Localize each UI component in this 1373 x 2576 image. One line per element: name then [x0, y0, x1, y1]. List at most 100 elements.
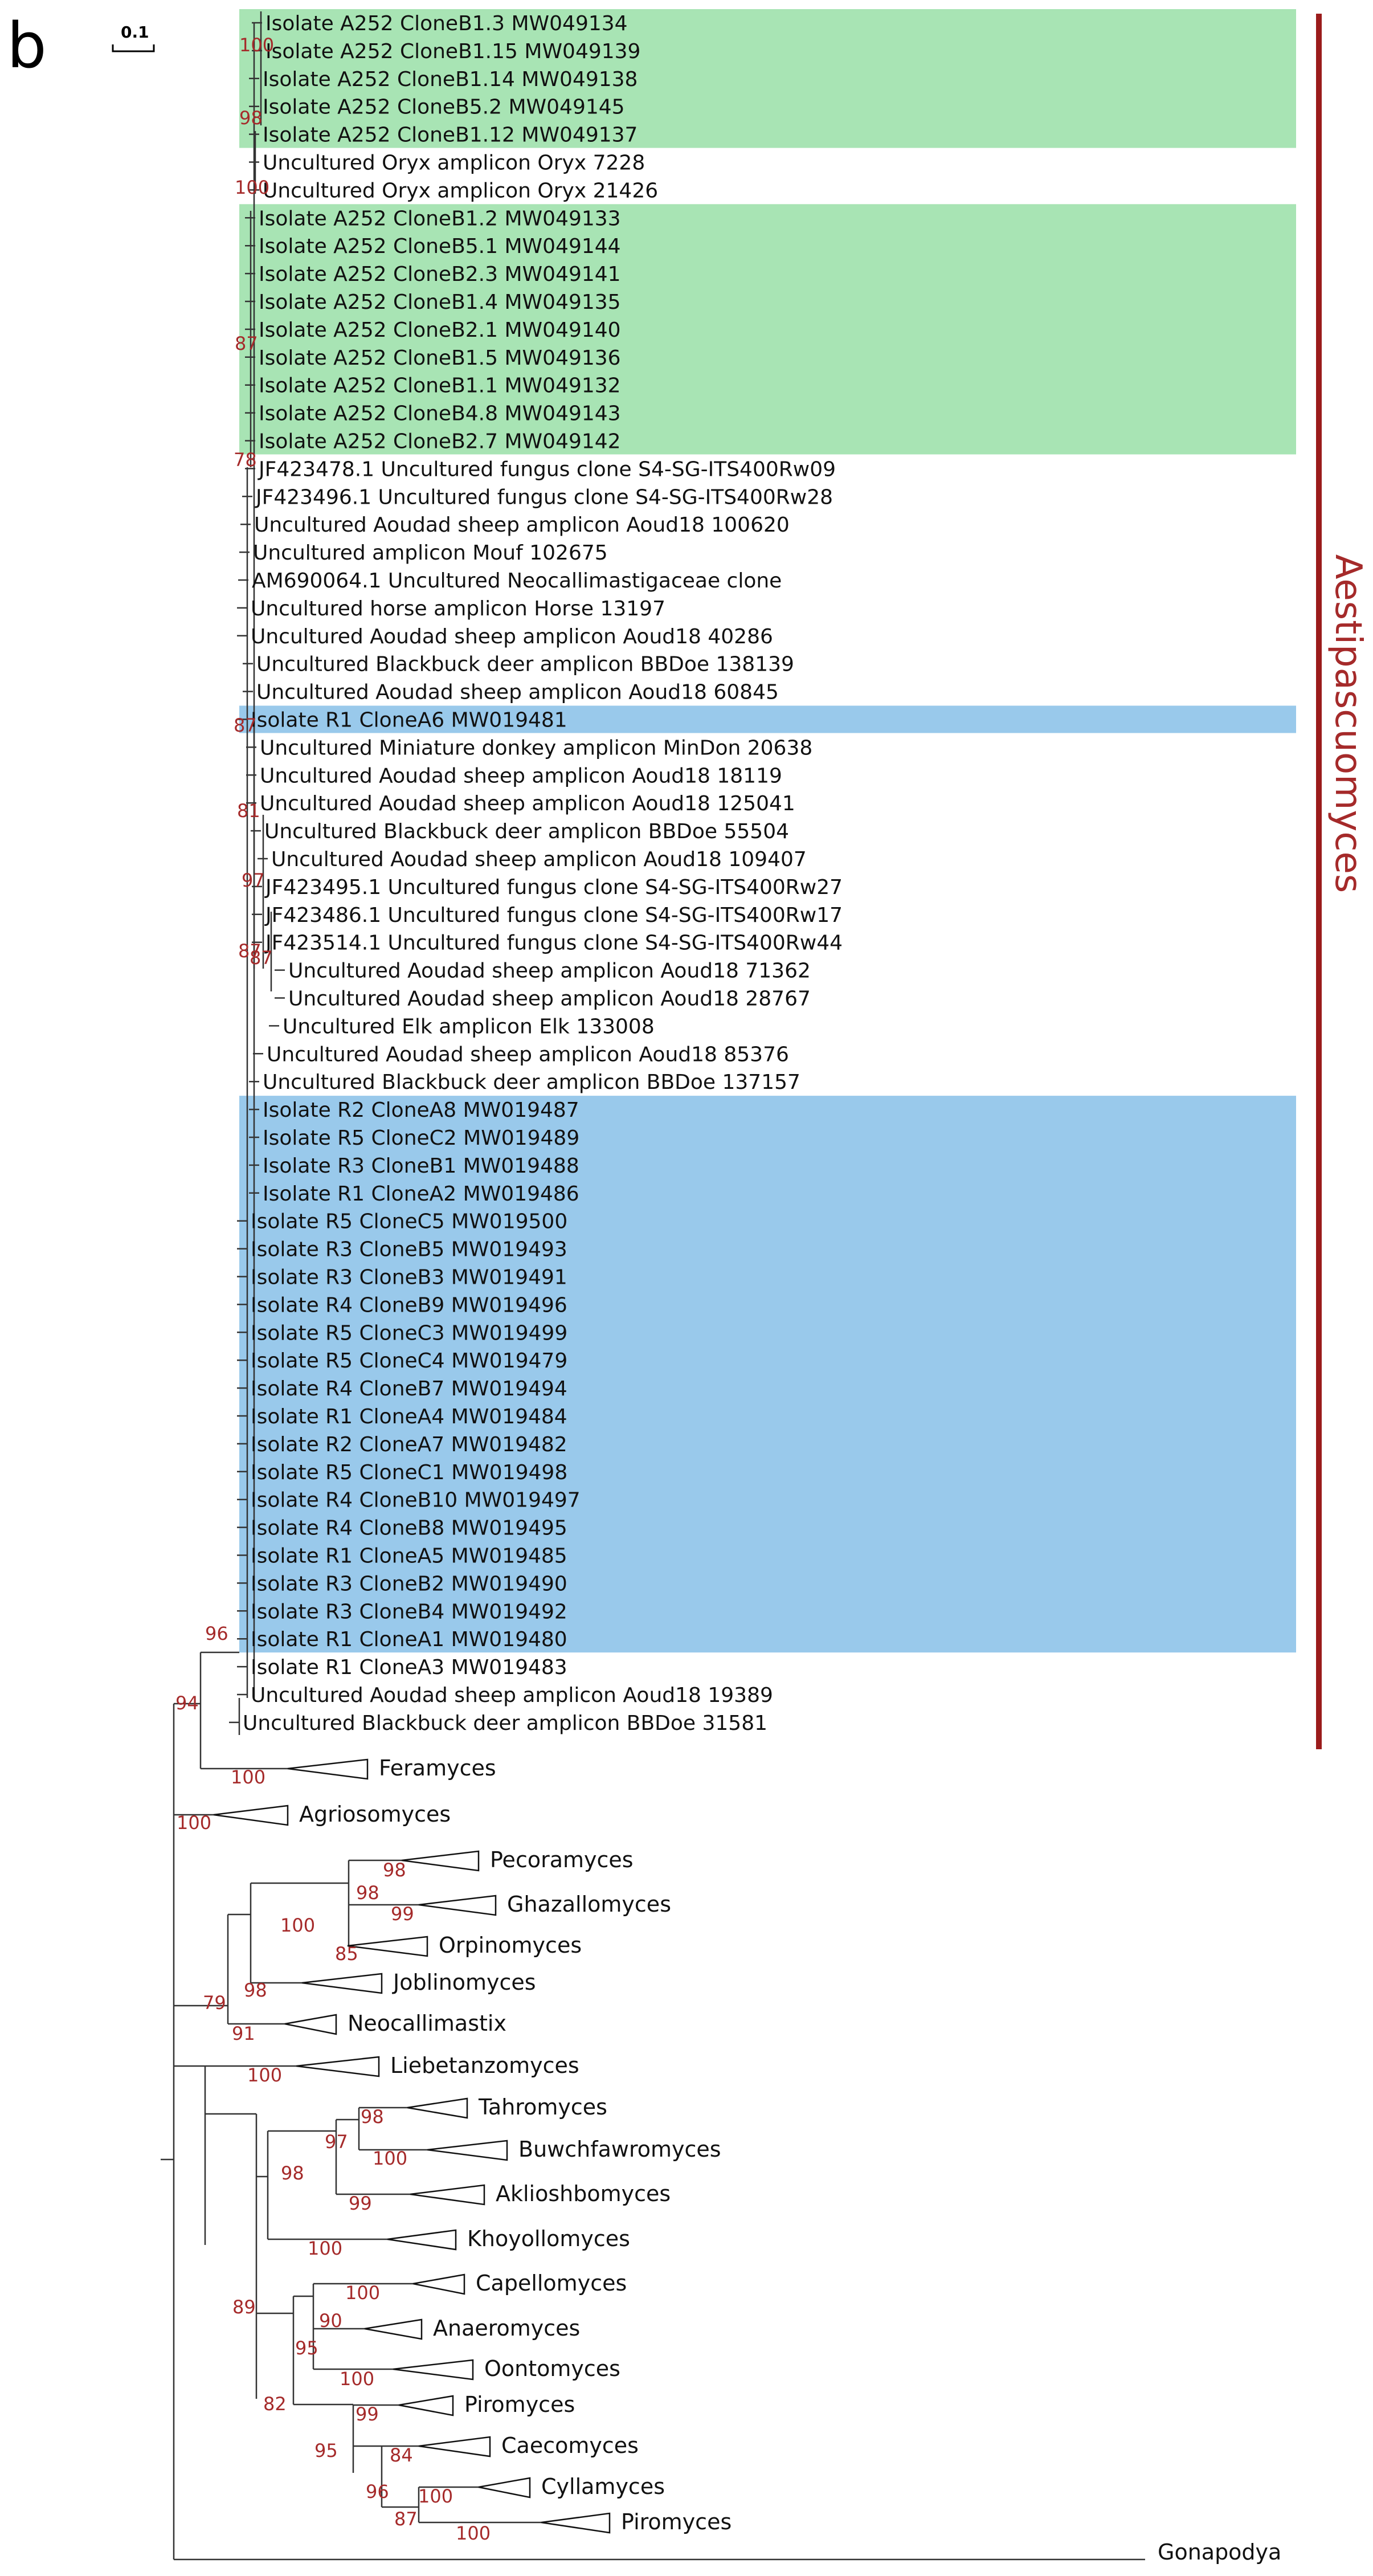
- leaf-label: Isolate R1 CloneA5 MW019485: [251, 1545, 567, 1568]
- bootstrap-value: 91: [232, 2023, 255, 2044]
- bootstrap-value: 100: [456, 2522, 491, 2544]
- leaf-label: Uncultured Oryx amplicon Oryx 7228: [263, 152, 645, 175]
- collapsed-clade-triangle: [296, 2056, 380, 2077]
- highlight-layer: [239, 9, 1296, 1653]
- leaf-label: Uncultured Elk amplicon Elk 133008: [283, 1015, 655, 1038]
- bootstrap-value: 81: [237, 800, 260, 822]
- collapsed-clade-triangle: [401, 1850, 480, 1872]
- leaf-label: Isolate R4 CloneB7 MW019494: [251, 1377, 567, 1401]
- leaf-label: Isolate R5 CloneC5 MW019500: [251, 1210, 567, 1234]
- aestipascuomyces-label: Aestipascuomyces: [1327, 554, 1369, 893]
- leaf-label: Uncultured Aoudad sheep amplicon Aoud18 …: [271, 848, 807, 871]
- leaf-label: Isolate R3 CloneB5 MW019493: [251, 1238, 567, 1262]
- leaf-label: Uncultured Blackbuck deer amplicon BBDoe…: [264, 820, 789, 843]
- bootstrap-value: 87: [235, 333, 258, 354]
- clade-label: Tahromyces: [478, 2095, 607, 2120]
- collapsed-clade-layer: [213, 1758, 611, 2534]
- bootstrap-value: 95: [295, 2337, 318, 2359]
- clade-label: Feramyces: [379, 1756, 496, 1781]
- leaf-label: Isolate R5 CloneC3 MW019499: [251, 1321, 567, 1345]
- collapsed-clade-triangle: [347, 1936, 428, 1957]
- highlight-band-green: [239, 204, 1296, 455]
- collapsed-clade-triangle: [387, 2229, 457, 2251]
- bootstrap-value: 87: [394, 2508, 418, 2530]
- bootstrap-value: 100: [280, 1914, 315, 1936]
- leaf-label: JF423478.1 Uncultured fungus clone S4-SG…: [258, 458, 836, 481]
- leaf-label: Isolate R3 CloneB1 MW019488: [263, 1154, 579, 1178]
- bootstrap-value: 98: [244, 1979, 267, 2001]
- leaf-label: Uncultured Aoudad sheep amplicon Aoud18 …: [256, 681, 779, 704]
- leaf-label: Isolate A252 CloneB1.4 MW049135: [259, 291, 621, 314]
- leaf-label: Isolate A252 CloneB4.8 MW049143: [259, 402, 621, 426]
- clade-label: Aklioshbomyces: [496, 2181, 671, 2206]
- leaf-label: Isolate R3 CloneB4 MW019492: [251, 1600, 567, 1623]
- collapsed-clade-triangle: [410, 2184, 485, 2206]
- bootstrap-value: 87: [234, 715, 257, 736]
- bootstrap-value: 100: [340, 2368, 374, 2390]
- bootstrap-value: 87: [238, 940, 261, 962]
- leaf-label: Isolate R1 CloneA6 MW019481: [251, 709, 567, 732]
- leaf-label: Isolate A252 CloneB1.2 MW049133: [259, 207, 621, 230]
- bootstrap-value: 78: [234, 449, 257, 471]
- aestipascuomyces-bar: [1316, 14, 1322, 1749]
- collapsed-clade-triangle: [418, 1895, 497, 1916]
- leaf-label: Isolate A252 CloneB2.3 MW049141: [259, 263, 621, 286]
- leaf-label: Uncultured Aoudad sheep amplicon Aoud18 …: [254, 513, 790, 537]
- clade-label: Agriosomyces: [299, 1802, 451, 1827]
- collapsed-clade-triangle: [478, 2477, 531, 2499]
- leaf-label: Uncultured Aoudad sheep amplicon Aoud18 …: [260, 764, 782, 787]
- bootstrap-value: 100: [231, 1766, 265, 1788]
- leaf-label: Uncultured Miniature donkey amplicon Min…: [260, 736, 812, 760]
- leaf-label: Isolate R1 CloneA2 MW019486: [263, 1182, 579, 1206]
- clade-label: Pecoramyces: [490, 1847, 634, 1872]
- bootstrap-value: 99: [391, 1903, 414, 1925]
- bootstrap-value: 84: [390, 2444, 413, 2466]
- bootstrap-layer: 1009810087788781978787969410010098999810…: [175, 34, 491, 2544]
- leaf-label: Isolate R4 CloneB10 MW019497: [251, 1489, 581, 1512]
- bootstrap-value: 97: [325, 2131, 348, 2153]
- branch-layer: [161, 11, 1145, 2561]
- clade-label: Caecomyces: [501, 2433, 639, 2458]
- leaf-label: Isolate A252 CloneB1.12 MW049137: [263, 124, 638, 147]
- bootstrap-value: 96: [205, 1623, 228, 1644]
- bootstrap-value: 89: [232, 2296, 256, 2318]
- leaf-label: Isolate R1 CloneA1 MW019480: [251, 1628, 567, 1651]
- clade-label: Oontomyces: [484, 2356, 620, 2381]
- clade-label: Piromyces: [464, 2392, 575, 2417]
- leaf-label: Uncultured amplicon Mouf 102675: [253, 541, 608, 565]
- highlight-band-blue: [239, 705, 1296, 733]
- bootstrap-value: 100: [345, 2282, 380, 2304]
- collapsed-clade-triangle: [541, 2512, 611, 2534]
- aestipascuomyces-bracket: Aestipascuomyces: [1316, 14, 1369, 1749]
- leaf-label: Isolate R5 CloneC1 MW019498: [251, 1461, 567, 1484]
- leaf-label: Uncultured Aoudad sheep amplicon Aoud18 …: [251, 625, 773, 648]
- leaf-label: Isolate R2 CloneA7 MW019482: [251, 1433, 567, 1456]
- leaf-label: Isolate A252 CloneB2.7 MW049142: [259, 430, 621, 454]
- leaf-label: Isolate A252 CloneB1.14 MW049138: [263, 68, 638, 91]
- leaf-label: JF423496.1 Uncultured fungus clone S4-SG…: [255, 485, 833, 509]
- leaf-label: Isolate A252 CloneB1.1 MW049132: [259, 374, 621, 398]
- clade-label: Liebetanzomyces: [390, 2053, 579, 2078]
- leaf-label: Uncultured Blackbuck deer amplicon BBDoe…: [243, 1712, 767, 1735]
- collapsed-clade-triangle: [407, 2097, 468, 2119]
- clade-label: Neocallimastix: [348, 2011, 506, 2036]
- collapsed-clade-triangle: [213, 1805, 289, 1826]
- leaf-label: Uncultured Aoudad sheep amplicon Aoud18 …: [251, 1684, 773, 1707]
- leaf-label: Isolate A252 CloneB1.15 MW049139: [265, 40, 640, 63]
- scale-bar: 0.1: [112, 23, 155, 52]
- leaf-label: Isolate A252 CloneB1.3 MW049134: [265, 12, 628, 35]
- leaf-label: Isolate R3 CloneB2 MW019490: [251, 1572, 567, 1595]
- leaf-label: Isolate R4 CloneB9 MW019496: [251, 1293, 567, 1317]
- collapsed-clade-triangle: [412, 2273, 465, 2295]
- bootstrap-value: 98: [383, 1859, 406, 1881]
- highlight-band-blue: [239, 1096, 1296, 1653]
- clade-label: Orpinomyces: [439, 1933, 582, 1958]
- outgroup-label: Gonapodya: [1158, 2540, 1281, 2565]
- bootstrap-value: 100: [418, 2485, 453, 2507]
- bootstrap-value: 94: [175, 1692, 199, 1714]
- bootstrap-value: 82: [263, 2393, 287, 2415]
- bootstrap-value: 97: [242, 869, 265, 891]
- clade-label: Cyllamyces: [541, 2474, 665, 2499]
- leaf-label: Uncultured horse amplicon Horse 13197: [251, 597, 665, 620]
